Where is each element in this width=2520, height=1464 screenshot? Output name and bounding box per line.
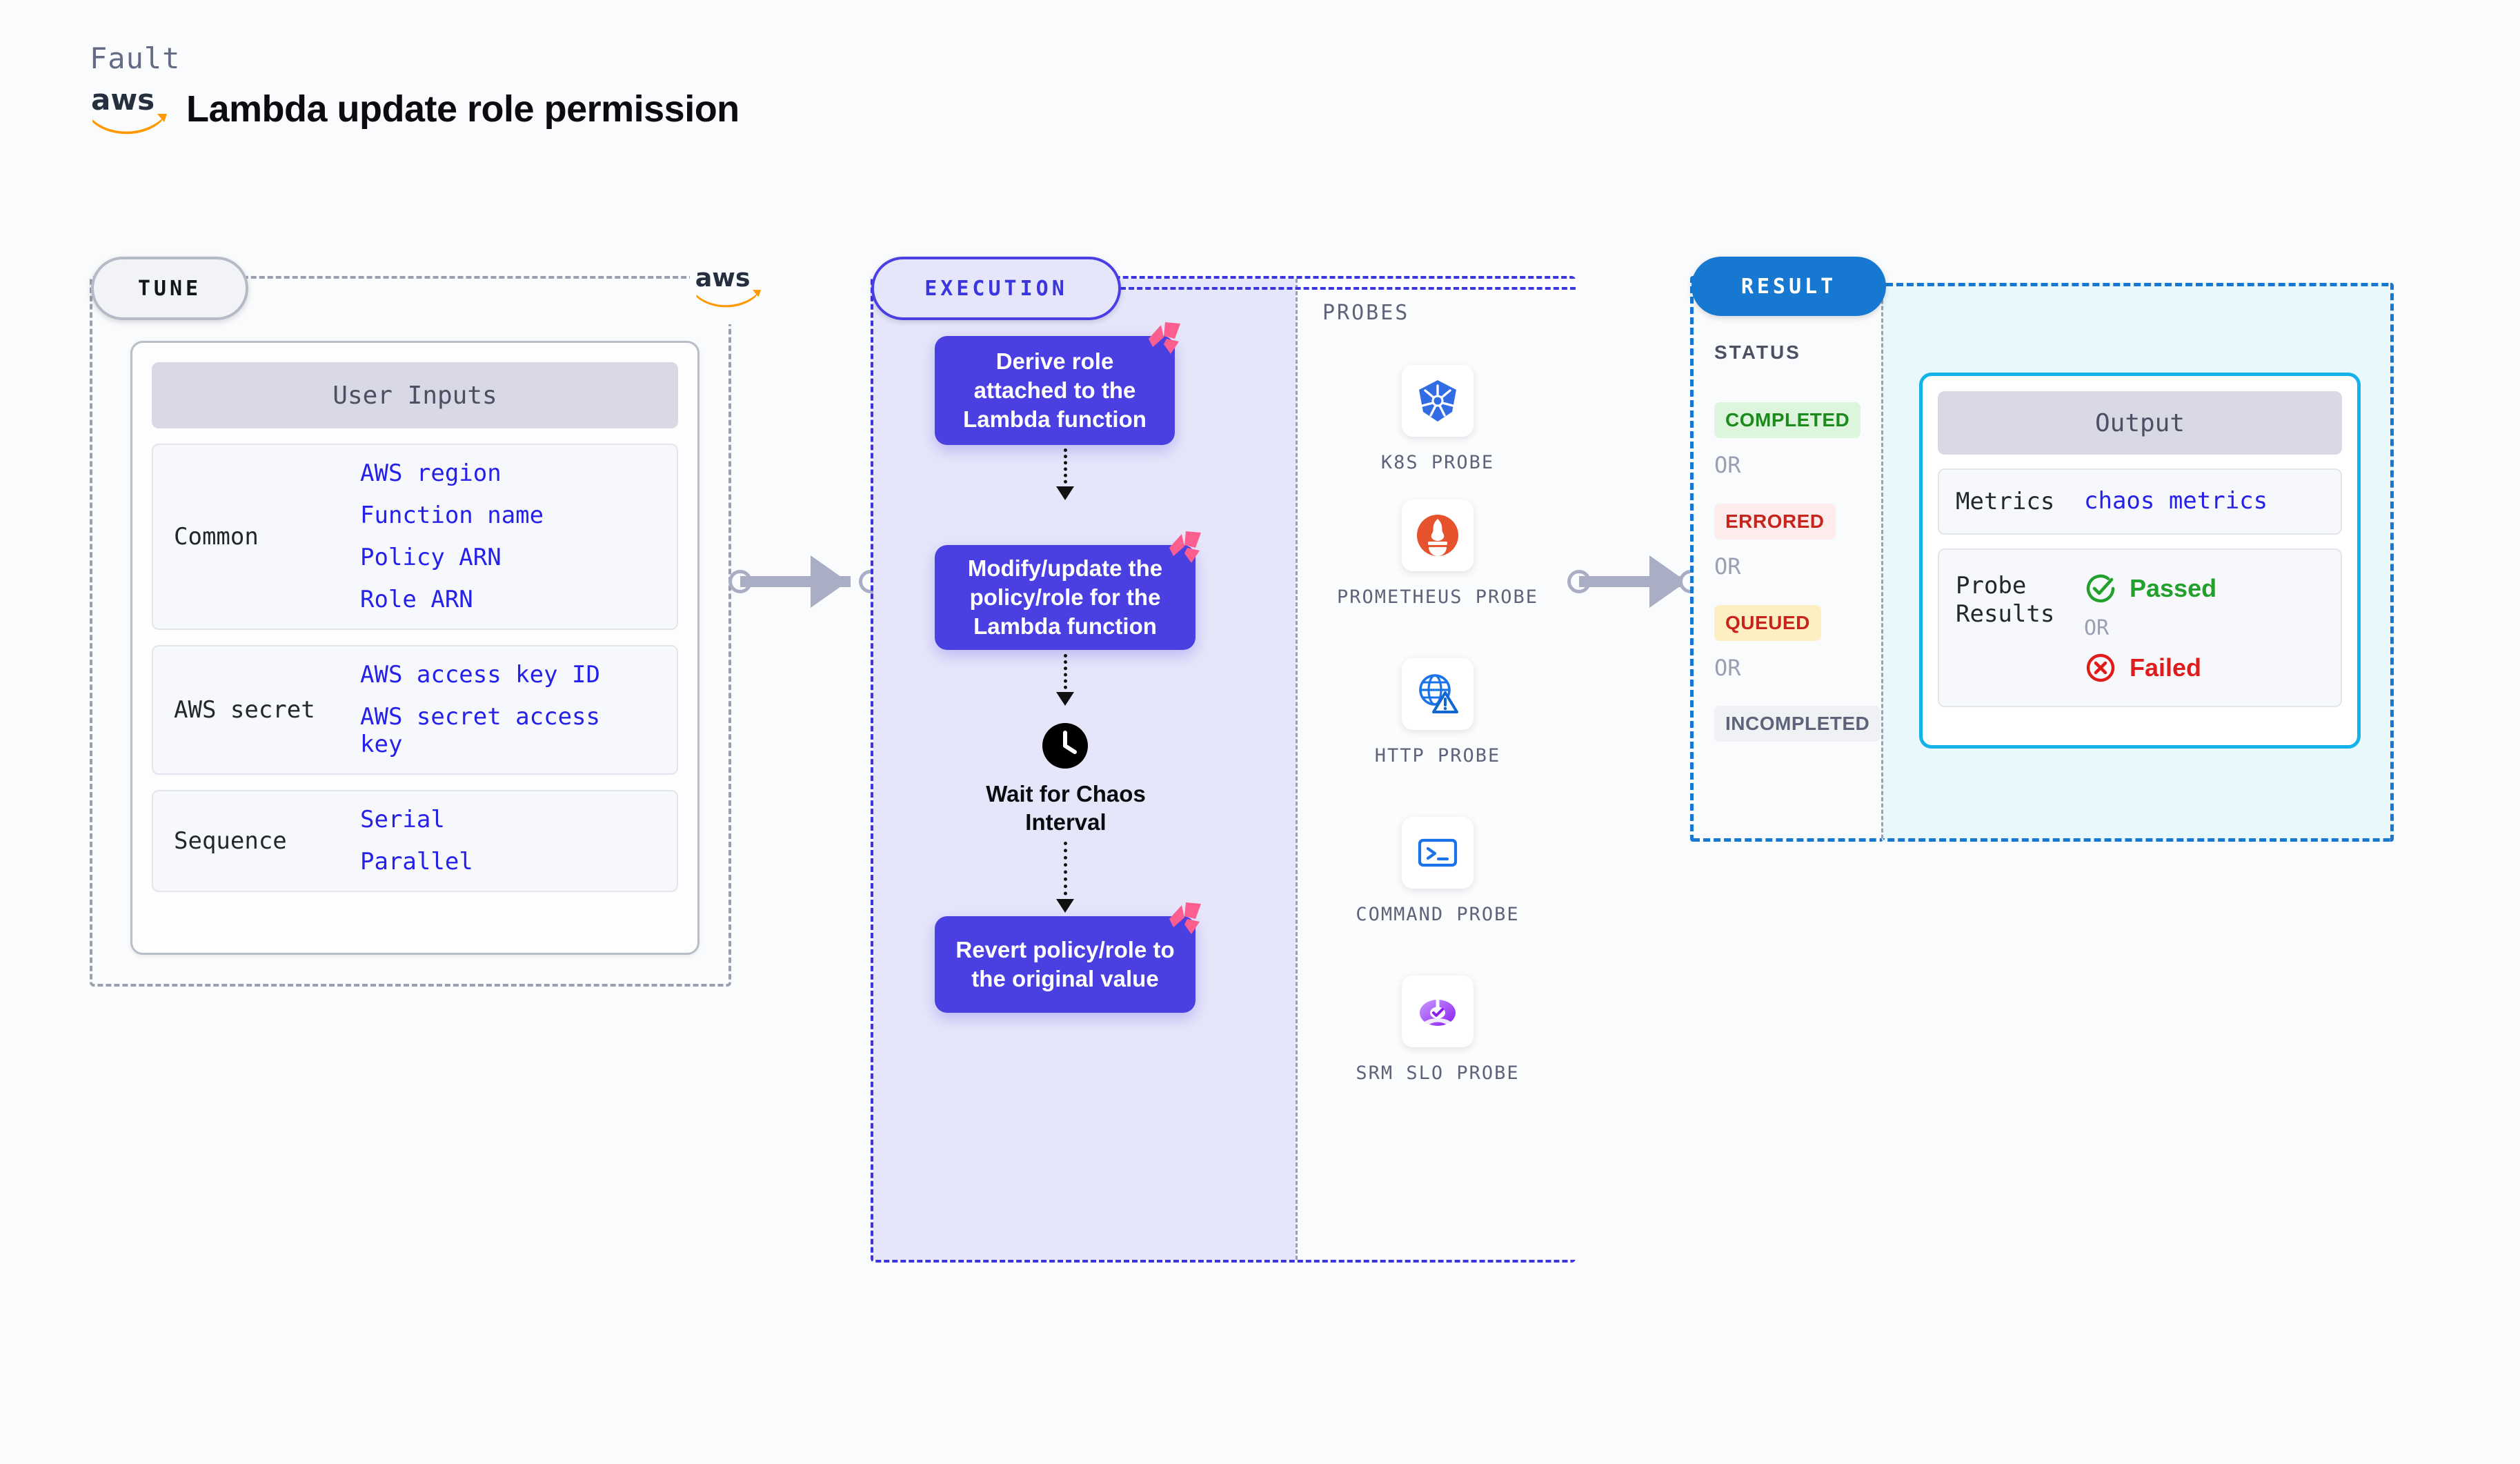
prometheus-icon bbox=[1402, 499, 1474, 571]
step-box-derive-role[interactable]: Derive role attached to the Lambda funct… bbox=[935, 322, 1180, 445]
flow-arrow-line bbox=[1064, 654, 1067, 695]
output-row-probe-results: Probe Results Passed OR Failed bbox=[1938, 548, 2342, 707]
metrics-value[interactable]: chaos metrics bbox=[2084, 487, 2268, 515]
aws-logo-icon: aws bbox=[695, 263, 762, 308]
probe-item-prometheus[interactable]: PROMETHEUS PROBE bbox=[1298, 499, 1578, 610]
result-status-panel: STATUS COMPLETED OR ERRORED OR QUEUED OR… bbox=[1690, 276, 1883, 842]
kubernetes-icon bbox=[1402, 365, 1474, 437]
passed-label: Passed bbox=[2130, 574, 2217, 602]
result-pill[interactable]: RESULT bbox=[1691, 257, 1886, 316]
connector-arrowhead bbox=[811, 555, 848, 608]
x-circle-icon bbox=[2086, 653, 2115, 682]
probe-result-failed: Failed bbox=[2084, 651, 2216, 684]
srm-slo-icon bbox=[1402, 976, 1474, 1047]
litmus-icon bbox=[1169, 902, 1201, 934]
check-circle-icon bbox=[2086, 574, 2115, 603]
flow-arrow-head bbox=[1056, 692, 1074, 706]
or-separator: OR bbox=[2084, 616, 2110, 640]
user-inputs-card: User Inputs Common AWS region Function n… bbox=[130, 341, 700, 955]
input-value[interactable]: Serial bbox=[360, 805, 445, 833]
status-label: STATUS bbox=[1714, 342, 1801, 363]
svg-text:aws: aws bbox=[91, 83, 155, 117]
status-badge-completed: COMPLETED bbox=[1714, 402, 1861, 438]
output-card: Output Metrics chaos metrics Probe Resul… bbox=[1919, 373, 2361, 749]
svg-text:aws: aws bbox=[695, 263, 751, 293]
aws-badge: aws bbox=[690, 247, 770, 324]
input-row-key: Common bbox=[174, 523, 259, 551]
step-box-revert-policy[interactable]: Revert policy/role to the original value bbox=[935, 902, 1201, 1013]
probe-result-passed: Passed bbox=[2084, 572, 2216, 605]
output-row-key: Probe Results bbox=[1956, 572, 2055, 628]
flow-arrow-head bbox=[1056, 899, 1074, 913]
input-row-key: Sequence bbox=[174, 827, 287, 855]
status-badge-incompleted: INCOMPLETED bbox=[1714, 706, 1881, 742]
aws-logo: aws bbox=[91, 83, 167, 135]
status-badge-queued: QUEUED bbox=[1714, 605, 1821, 641]
probes-column: PROBES K8S PROBE bbox=[1296, 279, 1576, 1260]
probe-item-command[interactable]: COMMAND PROBE bbox=[1298, 817, 1578, 927]
input-value[interactable]: Role ARN bbox=[360, 586, 473, 614]
probe-label: HTTP PROBE bbox=[1374, 745, 1501, 766]
flow-arrow-head bbox=[1056, 486, 1074, 500]
fault-label: Fault bbox=[90, 41, 181, 75]
step-box-modify-policy[interactable]: Modify/update the policy/role for the La… bbox=[935, 531, 1201, 650]
step-label: Revert policy/role to the original value bbox=[955, 936, 1175, 991]
status-badge-errored: ERRORED bbox=[1714, 504, 1836, 540]
probes-label: PROBES bbox=[1322, 301, 1410, 325]
output-title: Output bbox=[1938, 391, 2342, 455]
probe-label: PROMETHEUS PROBE bbox=[1336, 586, 1539, 608]
step-label: Derive role attached to the Lambda funct… bbox=[963, 348, 1147, 433]
http-globe-icon bbox=[1402, 658, 1474, 730]
litmus-icon bbox=[1149, 322, 1180, 354]
execution-dash-connector bbox=[1120, 287, 1576, 290]
terminal-icon bbox=[1402, 817, 1474, 889]
input-value[interactable]: AWS region bbox=[360, 459, 502, 487]
input-row-sequence: Sequence Serial Parallel bbox=[152, 789, 678, 892]
output-row-metrics: Metrics chaos metrics bbox=[1938, 468, 2342, 535]
user-inputs-title: User Inputs bbox=[152, 362, 678, 428]
step-label: Modify/update the policy/role for the La… bbox=[967, 555, 1163, 640]
flow-arrow-line bbox=[1064, 842, 1067, 902]
input-value[interactable]: Parallel bbox=[360, 847, 473, 876]
probe-item-k8s[interactable]: K8S PROBE bbox=[1298, 365, 1578, 475]
input-row-common: Common AWS region Function name Policy A… bbox=[152, 444, 678, 631]
input-value[interactable]: AWS access key ID bbox=[360, 661, 600, 689]
probe-label: COMMAND PROBE bbox=[1356, 904, 1520, 925]
or-separator: OR bbox=[1714, 655, 1741, 681]
input-row-key: AWS secret bbox=[174, 696, 315, 724]
input-value[interactable]: AWS secret access key bbox=[360, 703, 600, 758]
probe-item-http[interactable]: HTTP PROBE bbox=[1298, 658, 1578, 769]
execution-pill[interactable]: EXECUTION bbox=[871, 257, 1121, 320]
probe-item-srm-slo[interactable]: SRM SLO PROBE bbox=[1298, 976, 1578, 1086]
page-title: Lambda update role permission bbox=[186, 88, 740, 130]
input-value[interactable]: Policy ARN bbox=[360, 544, 502, 572]
input-value[interactable]: Function name bbox=[360, 502, 544, 530]
or-separator: OR bbox=[1714, 452, 1741, 478]
page-header: Fault aws Lambda update role permission bbox=[90, 41, 740, 136]
clock-icon bbox=[1042, 723, 1088, 769]
probe-label: K8S PROBE bbox=[1380, 452, 1495, 473]
litmus-icon bbox=[1169, 531, 1201, 563]
wait-node-label: Wait for Chaos Interval bbox=[986, 781, 1146, 835]
probe-label: SRM SLO PROBE bbox=[1356, 1062, 1520, 1084]
tune-panel: User Inputs Common AWS region Function n… bbox=[90, 276, 731, 987]
or-separator: OR bbox=[1714, 553, 1741, 580]
flow-arrow-line bbox=[1064, 448, 1067, 490]
failed-label: Failed bbox=[2130, 653, 2202, 682]
tune-pill[interactable]: TUNE bbox=[91, 257, 248, 320]
output-row-key: Metrics bbox=[1956, 488, 2055, 515]
input-row-aws-secret: AWS secret AWS access key ID AWS secret … bbox=[152, 645, 678, 775]
